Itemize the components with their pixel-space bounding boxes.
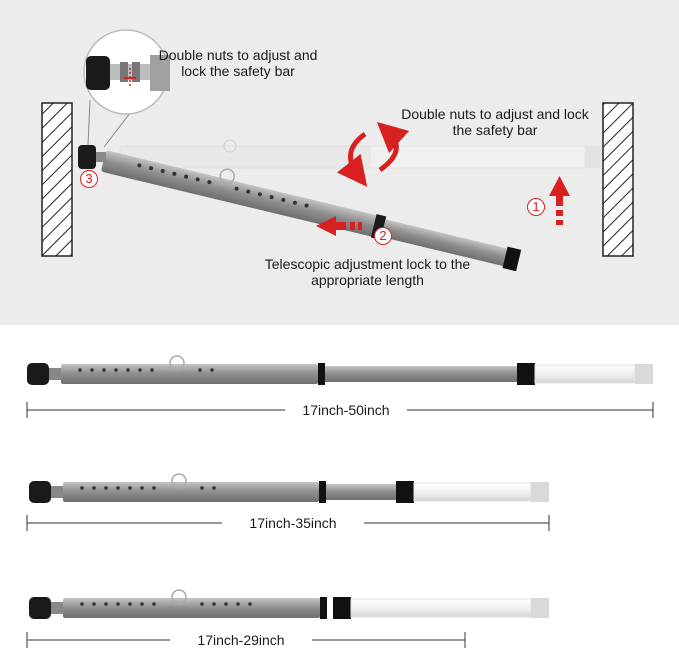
range-label-3: 17inch-29inch [170, 632, 312, 648]
telescope-arrow [316, 216, 362, 236]
left-wall [41, 102, 73, 257]
bar-35-inch [29, 473, 549, 503]
inset-label: Double nuts to adjust and lock the safet… [158, 47, 318, 79]
telescopic-label: Telescopic adjustment lock to the approp… [264, 256, 471, 288]
right-label: Double nuts to adjust and lock the safet… [401, 106, 589, 138]
ghost-bar-raised-position [119, 139, 601, 169]
step-3-badge: 3 [80, 170, 98, 188]
bar-50-inch [27, 355, 653, 385]
step-2-badge: 2 [374, 227, 392, 245]
nut-detail-inset [83, 29, 170, 148]
bar-29-inch [29, 589, 549, 619]
slanted-safety-bar [101, 150, 522, 272]
rotate-arrows [336, 121, 410, 187]
lift-arrow [549, 176, 570, 225]
range-label-1: 17inch-50inch [285, 402, 407, 418]
step-1-badge: 1 [527, 198, 545, 216]
left-end-cap [78, 145, 96, 169]
range-label-2: 17inch-35inch [222, 515, 364, 531]
right-wall [602, 102, 634, 257]
